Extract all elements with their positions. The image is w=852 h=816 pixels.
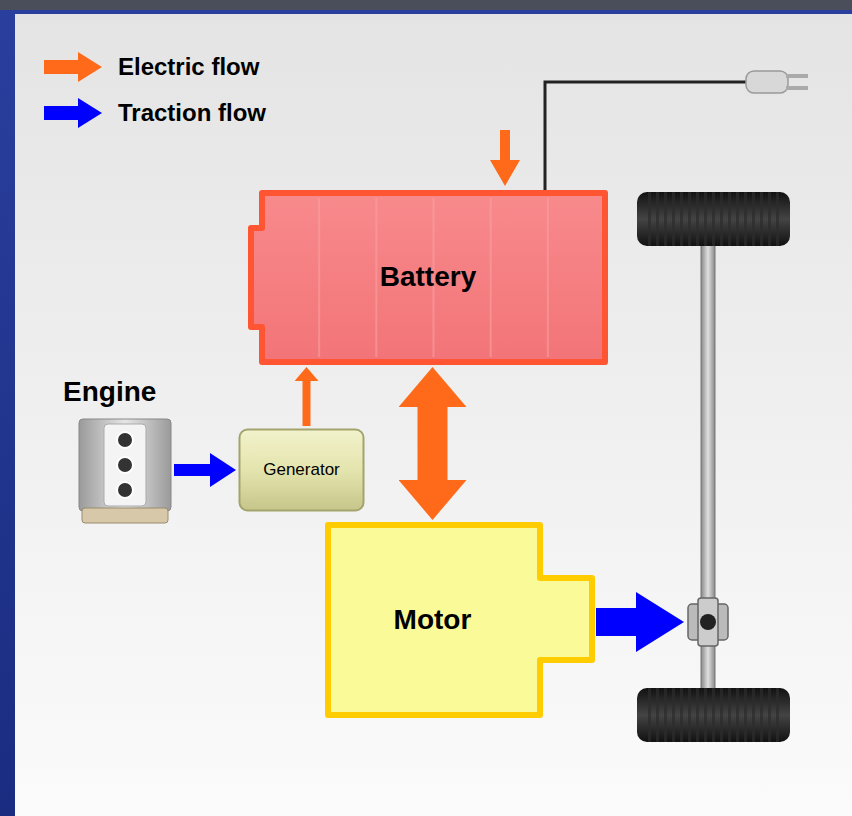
flow-arrow <box>303 381 311 426</box>
rear-wheel <box>637 688 790 742</box>
legend-label: Electric flow <box>118 53 259 81</box>
differential <box>688 598 728 646</box>
battery-block: Battery <box>248 190 608 365</box>
node-label: Battery <box>380 261 476 293</box>
node-label: Generator <box>263 460 340 480</box>
charging-arrow <box>490 130 520 186</box>
engine-svg <box>78 418 172 525</box>
legend-swatch <box>44 98 102 128</box>
motor-block: Motor <box>325 522 595 718</box>
node-label: Motor <box>394 604 472 636</box>
node-label: Engine <box>63 376 156 408</box>
legend-item: Traction flow <box>44 98 266 128</box>
engine-icon <box>78 418 172 525</box>
legend-swatch <box>44 52 102 82</box>
generator-box: Generator <box>238 428 365 512</box>
engine-block: Engine <box>55 376 185 526</box>
front-wheel <box>637 192 790 246</box>
flow-arrow <box>418 407 448 480</box>
charging-cable <box>545 82 748 190</box>
top-bar <box>0 0 852 10</box>
traction-arrow <box>596 592 684 652</box>
legend-label: Traction flow <box>118 99 266 127</box>
legend-item: Electric flow <box>44 52 259 82</box>
flow-arrow <box>174 464 210 476</box>
plug-icon <box>746 71 808 93</box>
panel <box>15 14 852 816</box>
